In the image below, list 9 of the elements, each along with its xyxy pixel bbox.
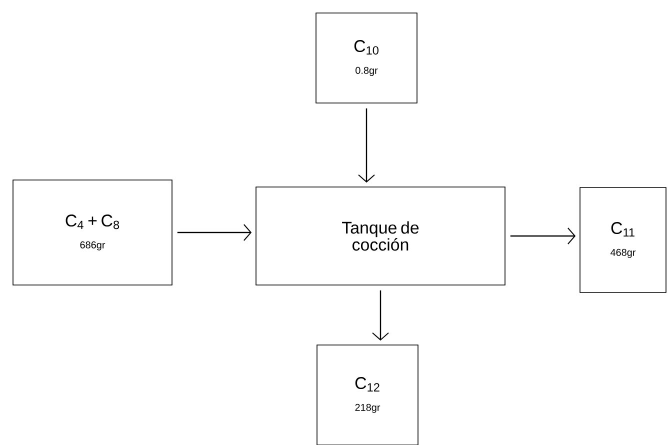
arrow	[372, 290, 389, 341]
process-box: Tanque de cocción	[256, 186, 506, 286]
arrow	[510, 227, 576, 244]
arrow	[358, 108, 375, 183]
arrow	[177, 224, 252, 241]
stream-box: C$_{11}$ 468gr	[580, 187, 666, 293]
stream-box: C$_{12}$ 218gr	[316, 344, 418, 445]
stream-box: C$_{4}$ + C$_{8}$ 686gr	[12, 180, 172, 286]
stream-box: C$_{10}$ 0.8gr	[316, 12, 418, 104]
